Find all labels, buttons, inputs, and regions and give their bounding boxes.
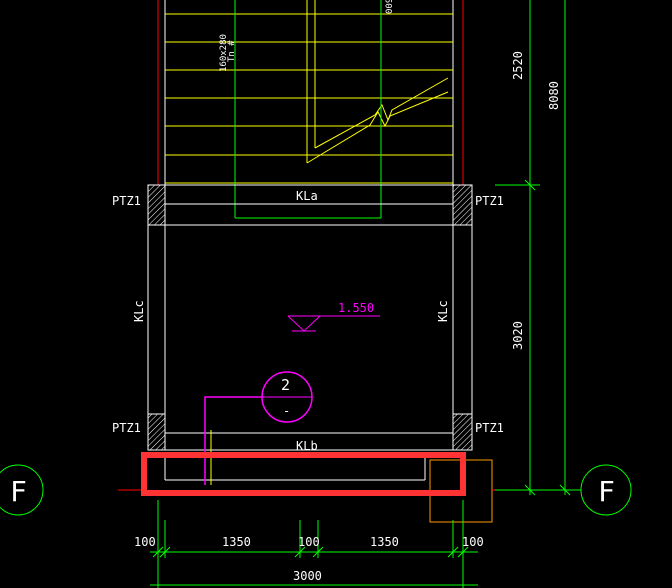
axis-label-right: F [598,475,615,508]
ptz1-label: PTZ1 [475,194,504,208]
column-bottom-right [452,413,473,451]
stair-green-outline [234,0,382,219]
elevation-text: 1.550 [338,301,374,315]
column-bottom-left [147,413,166,451]
dim-bottom-total: 3000 [293,569,322,583]
section-number: 2 [281,376,290,394]
right-dimension-lines [495,0,571,496]
elevation-marker [287,315,380,332]
dim-bottom-seg: 100 [462,535,484,549]
dim-bottom-seg: 100 [298,535,320,549]
highlight-box [141,452,466,496]
ptz1-label: PTZ1 [112,194,141,208]
stair-note-1: 160x280 [219,34,229,72]
dim-bottom-seg: 1350 [222,535,251,549]
dim-right-upper: 2520 [511,51,525,80]
ptz1-label: PTZ1 [475,421,504,435]
beam-label-top: KLa [296,189,318,203]
column-top-right [452,184,473,226]
beam-label-left: KLc [132,300,146,322]
dim-right-lower: 3020 [511,321,525,350]
dim-right-total: 8080 [547,81,561,110]
stair-treads [165,13,453,184]
ptz1-label: PTZ1 [112,421,141,435]
beam-label-right: KLc [436,300,450,322]
stair-break-line [314,77,449,149]
dim-bottom-seg: 100 [134,535,156,549]
section-sub: - [283,404,290,418]
column-top-left [147,184,166,226]
stair-break-line-2 [306,91,449,164]
axis-bubble-left [0,464,44,516]
dim-bottom-seg: 1350 [370,535,399,549]
stair-note-2: Tn # [227,40,237,62]
beam-label-bottom: KLb [296,439,318,453]
axis-label-left: F [10,475,27,508]
stair-note-top: 009 [385,0,395,14]
bottom-dimension-lines [150,500,478,588]
section-cut-line [204,396,262,485]
landing-frame [147,184,473,451]
